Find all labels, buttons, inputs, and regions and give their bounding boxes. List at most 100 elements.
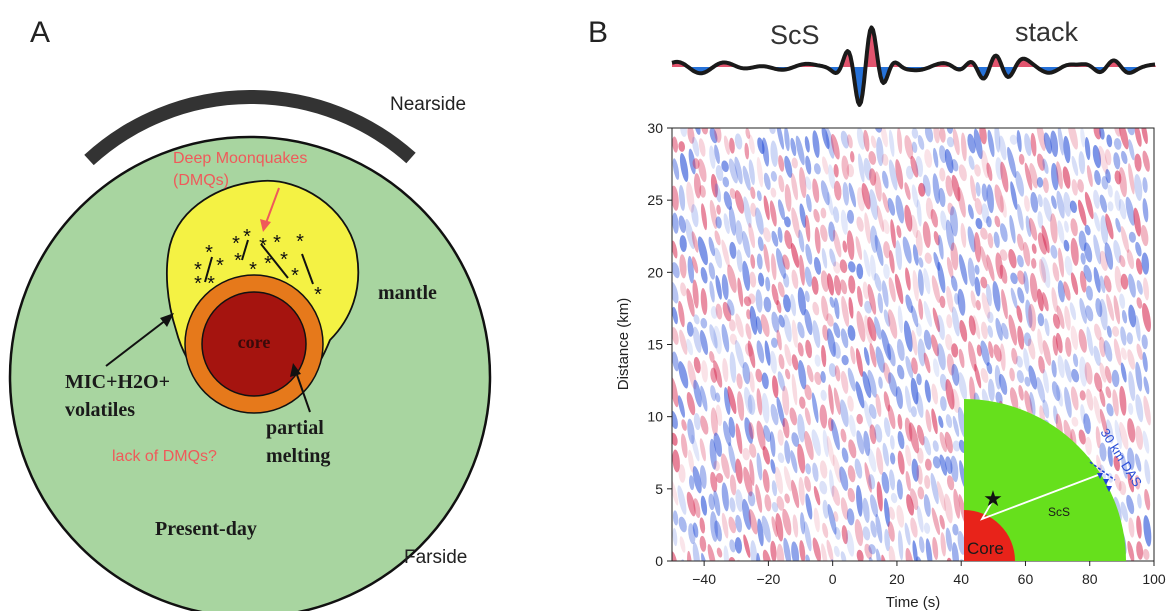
wavefield-streak bbox=[1023, 241, 1031, 267]
wavefield-streak bbox=[847, 261, 856, 273]
wavefield-streak bbox=[917, 269, 924, 296]
wavefield-streak bbox=[827, 191, 834, 216]
wavefield-streak bbox=[845, 529, 855, 557]
wavefield-streak bbox=[742, 447, 750, 461]
x-tick-label: −40 bbox=[692, 571, 716, 587]
wavefield-streak bbox=[846, 163, 855, 178]
wavefield-streak bbox=[897, 430, 905, 450]
wavefield-streak bbox=[868, 544, 876, 555]
wavefield-streak bbox=[939, 295, 946, 309]
moonquake-cluster: ** ** ** ** ** ** ** ** bbox=[194, 226, 322, 306]
wavefield-streak bbox=[995, 391, 1003, 406]
wavefield-streak bbox=[764, 340, 771, 366]
wavefield-streak bbox=[672, 449, 680, 473]
wavefield-streak bbox=[728, 416, 736, 438]
wavefield-streak bbox=[735, 559, 743, 561]
wavefield-streak bbox=[1135, 425, 1144, 450]
wavefield-streak bbox=[693, 379, 702, 408]
wavefield-streak bbox=[727, 264, 737, 293]
wavefield-streak bbox=[1050, 130, 1059, 157]
wavefield-streak bbox=[922, 174, 931, 197]
wavefield-streak bbox=[783, 294, 791, 313]
wavefield-streak bbox=[692, 158, 700, 170]
wavefield-streak bbox=[861, 182, 871, 210]
wavefield-streak bbox=[784, 216, 791, 228]
wavefield-streak bbox=[890, 492, 898, 504]
wavefield-streak bbox=[937, 261, 946, 294]
wavefield-streak bbox=[677, 485, 687, 515]
wavefield-streak bbox=[1080, 128, 1086, 148]
wavefield-streak bbox=[1042, 177, 1049, 194]
wavefield-streak bbox=[863, 157, 872, 181]
wavefield-streak bbox=[777, 429, 784, 446]
wavefield-streak bbox=[1064, 220, 1069, 233]
wavefield-streak bbox=[680, 128, 688, 137]
wavefield-streak bbox=[841, 155, 850, 180]
wavefield-streak bbox=[833, 322, 841, 339]
wavefield-streak bbox=[784, 128, 790, 152]
wavefield-streak bbox=[804, 430, 814, 461]
wavefield-streak bbox=[821, 128, 830, 150]
wavefield-streak bbox=[1062, 166, 1071, 189]
wavefield-streak bbox=[848, 275, 856, 294]
wavefield-streak bbox=[915, 155, 924, 178]
stacked-waveform bbox=[671, 25, 1156, 107]
wavefield-streak bbox=[947, 202, 955, 216]
wavefield-streak bbox=[932, 147, 939, 168]
wavefield-streak bbox=[822, 522, 829, 538]
wavefield-streak bbox=[715, 303, 723, 320]
wavefield-streak bbox=[797, 321, 805, 339]
wavefield-streak bbox=[1128, 163, 1135, 195]
waveform-positive-fill bbox=[672, 27, 1156, 67]
wavefield-streak bbox=[692, 466, 702, 494]
wavefield-streak bbox=[691, 204, 699, 228]
wavefield-streak bbox=[1086, 165, 1093, 187]
wavefield-streak bbox=[672, 240, 678, 259]
dmq-arrow bbox=[265, 187, 280, 224]
wavefield-streak bbox=[679, 536, 686, 553]
wavefield-streak bbox=[874, 235, 884, 267]
wavefield-streak bbox=[1114, 265, 1122, 293]
wavefield-streak bbox=[895, 386, 903, 409]
wavefield-streak bbox=[750, 540, 758, 561]
wavefield-streak bbox=[1077, 199, 1087, 226]
wavefield-streak bbox=[994, 128, 1001, 153]
wavefield-streak bbox=[672, 327, 679, 345]
das-stations bbox=[1097, 473, 1112, 492]
wavefield-streak bbox=[778, 155, 785, 172]
wavefield-streak bbox=[1128, 517, 1135, 538]
wavefield-streak bbox=[1079, 390, 1086, 401]
wavefield-streak bbox=[736, 249, 743, 273]
wavefield-streak bbox=[847, 367, 856, 392]
wavefield-streak bbox=[686, 321, 694, 337]
mic-label-line1: MIC+H2O+ bbox=[65, 371, 170, 393]
wavefield-streak bbox=[847, 395, 854, 412]
wavefield-streak bbox=[782, 508, 792, 536]
wavefield-streak bbox=[727, 299, 735, 316]
wavefield-streak bbox=[863, 129, 870, 152]
wavefield-streak bbox=[975, 217, 983, 230]
wavefield-streak bbox=[735, 220, 743, 245]
wavefield-streak bbox=[1142, 302, 1151, 332]
wavefield-streak bbox=[1094, 323, 1102, 341]
wavefield-streak bbox=[1010, 272, 1018, 285]
wavefield-streak bbox=[771, 253, 777, 281]
wavefield-streak bbox=[889, 249, 895, 274]
wavefield-streak bbox=[840, 279, 848, 295]
moonquake-trend-lines bbox=[204, 239, 314, 285]
wavefield-streak bbox=[834, 365, 841, 382]
panel-b: B ScS stack Core ★ ScS 30 km bbox=[588, 16, 1166, 611]
wavefield-streak bbox=[1029, 272, 1038, 303]
wavefield-streak bbox=[750, 254, 756, 269]
wavefield-streak bbox=[723, 191, 733, 210]
wavefield-streak bbox=[862, 497, 870, 523]
wavefield-streak bbox=[678, 516, 687, 533]
wavefield-streak bbox=[846, 561, 854, 581]
wavefield-streak bbox=[1142, 430, 1150, 454]
wavefield-streak bbox=[952, 523, 959, 536]
wavefield-streak bbox=[769, 350, 777, 374]
wavefield-streak bbox=[729, 351, 737, 383]
wavefield-streak bbox=[923, 352, 931, 374]
wavefield-streak bbox=[975, 181, 981, 197]
wavefield-streak bbox=[980, 340, 990, 366]
